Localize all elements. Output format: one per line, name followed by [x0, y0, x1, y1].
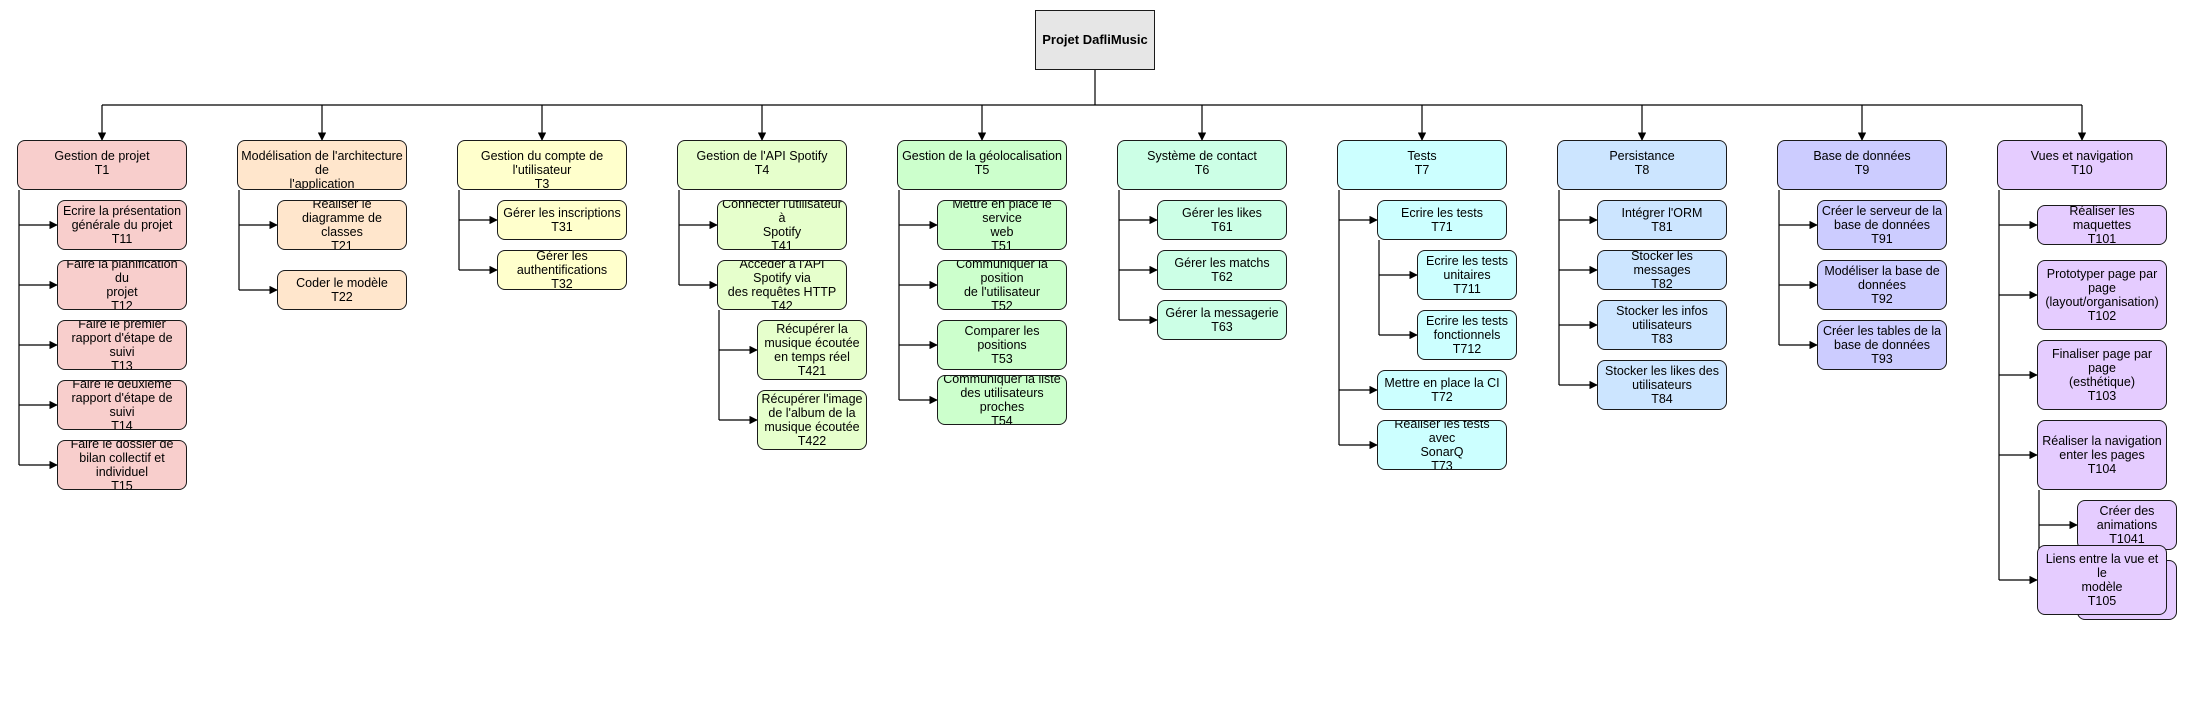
branch-t7-task-2-label: Mettre en place la CI T72 — [1384, 376, 1500, 404]
branch-t9[interactable]: Base de données T9 — [1777, 140, 1947, 190]
branch-t1-task-2-label: Faire la planification du projet T12 — [66, 260, 178, 310]
branch-t10-task-4[interactable]: Réaliser la navigation enter les pages T… — [2037, 420, 2167, 490]
branch-t7-task-1[interactable]: Ecrire les tests T71 — [1377, 200, 1507, 240]
branch-t3-task-1-label: Gérer les inscriptions T31 — [503, 206, 621, 234]
branch-t5-task-1[interactable]: Mettre en place le service web T51 — [937, 200, 1067, 250]
branch-t4-task-2-subtask-1[interactable]: Récupérer la musique écoutée en temps ré… — [757, 320, 867, 380]
branch-t2-label: Modélisation de l'architecture de l'appl… — [241, 149, 403, 190]
branch-t9-task-2[interactable]: Modéliser la base de données T92 — [1817, 260, 1947, 310]
branch-t10-task-2-label: Prototyper page par page (layout/organis… — [2045, 267, 2159, 323]
branch-t5-task-2[interactable]: Communiquer la position de l'utilisateur… — [937, 260, 1067, 310]
branch-t4-task-1[interactable]: Connecter l'utilisateur à Spotify T41 — [717, 200, 847, 250]
branch-t6-task-1-label: Gérer les likes T61 — [1182, 206, 1262, 234]
branch-t6[interactable]: Système de contact T6 — [1117, 140, 1287, 190]
branch-t3-task-2[interactable]: Gérer les authentifications T32 — [497, 250, 627, 290]
branch-t5-task-3[interactable]: Comparer les positions T53 — [937, 320, 1067, 370]
branch-t8-task-1-label: Intégrer l'ORM T81 — [1621, 206, 1703, 234]
branch-t6-label: Système de contact T6 — [1147, 149, 1257, 177]
branch-t5-task-4-label: Communiquer la liste des utilisateurs pr… — [943, 375, 1061, 425]
branch-t7-task-3-label: Réaliser les tests avec SonarQ T73 — [1394, 420, 1490, 470]
branch-t4-task-2-subtask-2[interactable]: Récupérer l'image de l'album de la musiq… — [757, 390, 867, 450]
branch-t7-task-2[interactable]: Mettre en place la CI T72 — [1377, 370, 1507, 410]
branch-t9-task-1[interactable]: Créer le serveur de la base de données T… — [1817, 200, 1947, 250]
branch-t10-task-4-subtask-1-label: Créer des animations T1041 — [2096, 504, 2158, 546]
branch-t5-task-2-label: Communiquer la position de l'utilisateur… — [956, 260, 1048, 310]
branch-t5-task-4[interactable]: Communiquer la liste des utilisateurs pr… — [937, 375, 1067, 425]
branch-t7-task-1-subtask-2-label: Ecrire les tests fonctionnels T712 — [1426, 314, 1508, 356]
branch-t5[interactable]: Gestion de la géolocalisation T5 — [897, 140, 1067, 190]
branch-t7-task-1-subtask-1[interactable]: Ecrire les tests unitaires T711 — [1417, 250, 1517, 300]
branch-t10-task-2[interactable]: Prototyper page par page (layout/organis… — [2037, 260, 2167, 330]
branch-t10-task-5-label: Liens entre la vue et le modèle T105 — [2045, 552, 2159, 608]
branch-t9-task-3[interactable]: Créer les tables de la base de données T… — [1817, 320, 1947, 370]
branch-t1[interactable]: Gestion de projet T1 — [17, 140, 187, 190]
branch-t9-label: Base de données T9 — [1813, 149, 1911, 177]
branch-t4-label: Gestion de l'API Spotify T4 — [696, 149, 828, 177]
branch-t5-label: Gestion de la géolocalisation T5 — [902, 149, 1062, 177]
branch-t1-task-4[interactable]: Faire le deuxième rapport d'étape de sui… — [57, 380, 187, 430]
branch-t3-label: Gestion du compte de l'utilisateur T3 — [480, 149, 604, 190]
branch-t2-task-2-label: Coder le modèle T22 — [296, 276, 388, 304]
branch-t10-task-1[interactable]: Réaliser les maquettes T101 — [2037, 205, 2167, 245]
branch-t1-task-2[interactable]: Faire la planification du projet T12 — [57, 260, 187, 310]
branch-t4-task-2-label: Accéder à l'API Spotify via des requêtes… — [727, 260, 837, 310]
branch-t4-task-2[interactable]: Accéder à l'API Spotify via des requêtes… — [717, 260, 847, 310]
branch-t7-task-1-subtask-2[interactable]: Ecrire les tests fonctionnels T712 — [1417, 310, 1517, 360]
branch-t4-task-1-label: Connecter l'utilisateur à Spotify T41 — [722, 200, 842, 250]
branch-t9-task-1-label: Créer le serveur de la base de données T… — [1821, 204, 1943, 246]
branch-t4-task-2-subtask-1-label: Récupérer la musique écoutée en temps ré… — [764, 322, 860, 378]
branch-t6-task-3-label: Gérer la messagerie T63 — [1165, 306, 1279, 334]
branch-t10-task-5[interactable]: Liens entre la vue et le modèle T105 — [2037, 545, 2167, 615]
branch-t3[interactable]: Gestion du compte de l'utilisateur T3 — [457, 140, 627, 190]
branch-t6-task-3[interactable]: Gérer la messagerie T63 — [1157, 300, 1287, 340]
branch-t7-task-3[interactable]: Réaliser les tests avec SonarQ T73 — [1377, 420, 1507, 470]
branch-t1-task-5-label: Faire le dossier de bilan collectif et i… — [70, 440, 174, 490]
root-node[interactable]: Projet DafliMusic — [1035, 10, 1155, 70]
branch-t6-task-2[interactable]: Gérer les matchs T62 — [1157, 250, 1287, 290]
branch-t8-task-1[interactable]: Intégrer l'ORM T81 — [1597, 200, 1727, 240]
branch-t8-task-3[interactable]: Stocker les infos utilisateurs T83 — [1597, 300, 1727, 350]
branch-t1-task-1-label: Ecrire la présentation générale du proje… — [62, 204, 182, 246]
branch-t6-task-2-label: Gérer les matchs T62 — [1174, 256, 1270, 284]
branch-t5-task-1-label: Mettre en place le service web T51 — [952, 200, 1052, 250]
branch-t3-task-2-label: Gérer les authentifications T32 — [516, 250, 608, 290]
branch-t10-task-4-label: Réaliser la navigation enter les pages T… — [2042, 434, 2162, 476]
branch-t4-task-2-subtask-2-label: Récupérer l'image de l'album de la musiq… — [761, 392, 863, 448]
branch-t10-task-4-subtask-1[interactable]: Créer des animations T1041 — [2077, 500, 2177, 550]
branch-t2[interactable]: Modélisation de l'architecture de l'appl… — [237, 140, 407, 190]
branch-t7-task-1-subtask-1-label: Ecrire les tests unitaires T711 — [1426, 254, 1508, 296]
branch-t8-task-2[interactable]: Stocker les messages T82 — [1597, 250, 1727, 290]
branch-t5-task-3-label: Comparer les positions T53 — [964, 324, 1040, 366]
branch-t1-task-3-label: Faire le premier rapport d'étape de suiv… — [71, 320, 173, 370]
branch-t10-task-3[interactable]: Finaliser page par page (esthétique) T10… — [2037, 340, 2167, 410]
branch-t10[interactable]: Vues et navigation T10 — [1997, 140, 2167, 190]
branch-t9-task-3-label: Créer les tables de la base de données T… — [1822, 324, 1942, 366]
branch-t1-task-4-label: Faire le deuxième rapport d'étape de sui… — [71, 380, 173, 430]
branch-t3-task-1[interactable]: Gérer les inscriptions T31 — [497, 200, 627, 240]
branch-t2-task-2[interactable]: Coder le modèle T22 — [277, 270, 407, 310]
branch-t8-task-3-label: Stocker les infos utilisateurs T83 — [1616, 304, 1708, 346]
branch-t8-task-2-label: Stocker les messages T82 — [1631, 250, 1693, 290]
branch-t1-label: Gestion de projet T1 — [54, 149, 150, 177]
branch-t6-task-1[interactable]: Gérer les likes T61 — [1157, 200, 1287, 240]
branch-t10-label: Vues et navigation T10 — [2030, 149, 2134, 177]
branch-t2-task-1[interactable]: Réaliser le diagramme de classes T21 — [277, 200, 407, 250]
branch-t10-task-1-label: Réaliser les maquettes T101 — [2069, 205, 2135, 245]
branch-t7-label: Tests T7 — [1407, 149, 1437, 177]
branch-t1-task-5[interactable]: Faire le dossier de bilan collectif et i… — [57, 440, 187, 490]
branch-t7-task-1-label: Ecrire les tests T71 — [1401, 206, 1483, 234]
branch-t8-task-4[interactable]: Stocker les likes des utilisateurs T84 — [1597, 360, 1727, 410]
branch-t8[interactable]: Persistance T8 — [1557, 140, 1727, 190]
branch-t10-task-3-label: Finaliser page par page (esthétique) T10… — [2051, 347, 2153, 403]
branch-t2-task-1-label: Réaliser le diagramme de classes T21 — [302, 200, 382, 250]
branch-t7[interactable]: Tests T7 — [1337, 140, 1507, 190]
branch-t4[interactable]: Gestion de l'API Spotify T4 — [677, 140, 847, 190]
branch-t9-task-2-label: Modéliser la base de données T92 — [1824, 264, 1940, 306]
branch-t1-task-1[interactable]: Ecrire la présentation générale du proje… — [57, 200, 187, 250]
branch-t8-task-4-label: Stocker les likes des utilisateurs T84 — [1605, 364, 1719, 406]
branch-t8-label: Persistance T8 — [1609, 149, 1675, 177]
branch-t1-task-3[interactable]: Faire le premier rapport d'étape de suiv… — [57, 320, 187, 370]
root-node-label: Projet DafliMusic — [1042, 32, 1148, 47]
